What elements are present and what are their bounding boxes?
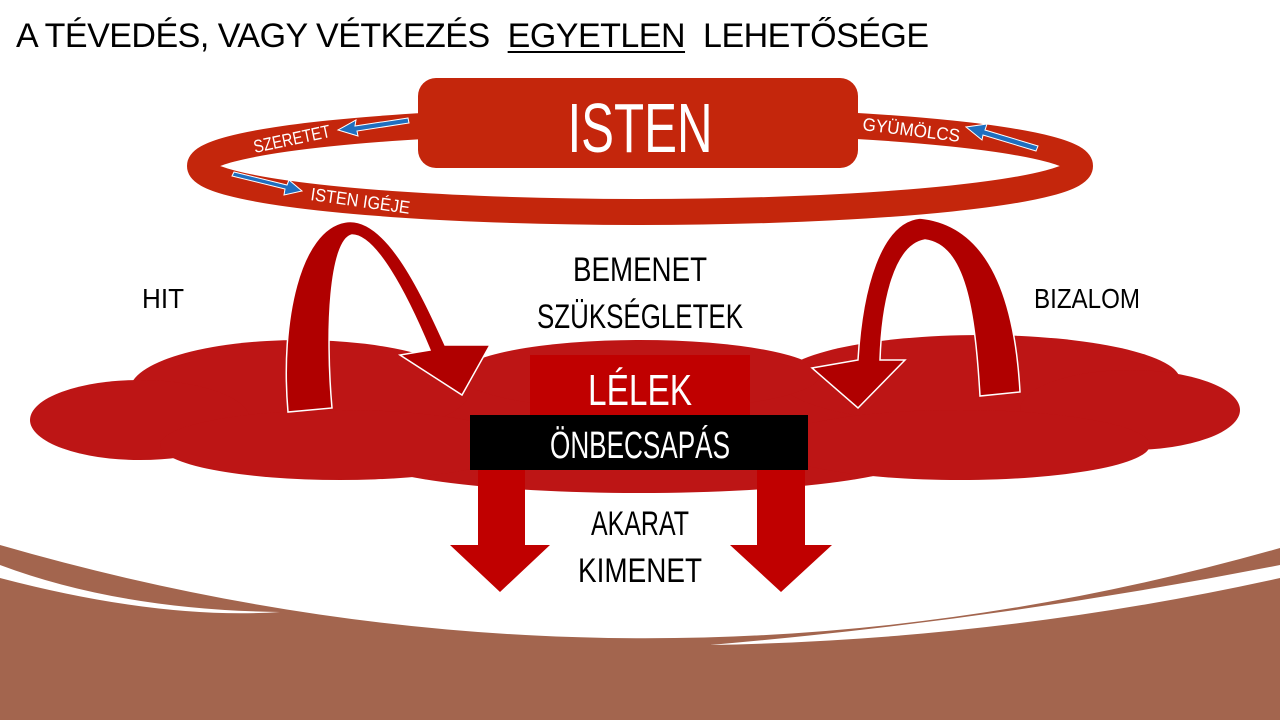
will-label: AKARAT xyxy=(591,505,689,543)
output-arrow-left xyxy=(450,470,550,592)
god-label: ISTEN xyxy=(568,89,713,167)
trust-curved-arrow xyxy=(810,217,1021,410)
input-label: BEMENET xyxy=(573,251,707,289)
faith-curved-arrow xyxy=(285,220,492,413)
self-deception-box xyxy=(470,415,808,470)
title-part1: A TÉVEDÉS, VAGY VÉTKEZÉS xyxy=(16,17,490,55)
trust-label: BIZALOM xyxy=(1034,283,1140,314)
blue-arrow-fruit-icon xyxy=(964,123,1039,152)
output-arrow-right xyxy=(730,470,832,592)
title-emphasis: EGYETLEN xyxy=(507,17,686,55)
title-part2: LEHETŐSÉGE xyxy=(703,17,929,55)
faith-label: HIT xyxy=(142,283,184,314)
soul-label: LÉLEK xyxy=(588,366,692,415)
output-label: KIMENET xyxy=(578,552,702,590)
soul-box xyxy=(530,355,750,417)
bottom-brown-band xyxy=(0,545,1280,720)
god-box xyxy=(418,78,858,168)
needs-label: SZÜKSÉGLETEK xyxy=(537,298,743,336)
bottom-white-swoosh-left xyxy=(0,565,280,614)
blue-arrow-love-icon xyxy=(336,117,410,137)
blue-arrow-word-icon xyxy=(231,171,304,196)
slide-title: A TÉVEDÉS, VAGY VÉTKEZÉS EGYETLEN LEHETŐ… xyxy=(16,16,929,56)
self-deception-label: ÖNBECSAPÁS xyxy=(550,424,730,467)
